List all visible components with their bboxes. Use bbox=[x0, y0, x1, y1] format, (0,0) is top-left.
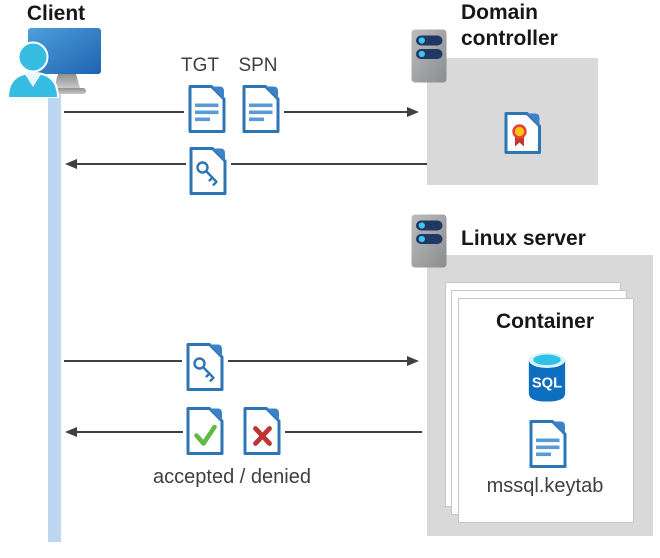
certificate-icon bbox=[504, 112, 541, 154]
user-icon bbox=[6, 41, 60, 98]
container-card bbox=[458, 298, 634, 523]
domain-controller-title: Domain controller bbox=[461, 1, 558, 50]
keytab-document-icon bbox=[528, 419, 568, 469]
spn-document-icon bbox=[241, 84, 281, 134]
denied-x-document-icon bbox=[242, 406, 282, 456]
linux-server-icon bbox=[411, 214, 447, 268]
accepted-denied-label: accepted / denied bbox=[153, 466, 311, 488]
spn-label: SPN bbox=[238, 55, 278, 76]
key-document-icon bbox=[188, 146, 228, 196]
arrow-client-to-container bbox=[64, 356, 419, 366]
arrow-dc-to-client bbox=[65, 159, 427, 169]
linux-server-title: Linux server bbox=[461, 227, 586, 250]
client-computer-icon bbox=[6, 28, 101, 98]
accepted-check-document-icon bbox=[185, 406, 225, 456]
sql-database-icon: SQL bbox=[528, 352, 566, 402]
client-title: Client bbox=[26, 2, 86, 25]
keytab-label: mssql.keytab bbox=[486, 475, 604, 497]
domain-controller-server-icon bbox=[411, 29, 447, 83]
sql-icon-label: SQL bbox=[532, 375, 562, 391]
client-lifeline bbox=[48, 92, 61, 542]
tgt-document-icon bbox=[187, 84, 227, 134]
tgt-label: TGT bbox=[181, 55, 219, 76]
container-title: Container bbox=[495, 310, 594, 333]
key-document-icon bbox=[185, 342, 225, 392]
